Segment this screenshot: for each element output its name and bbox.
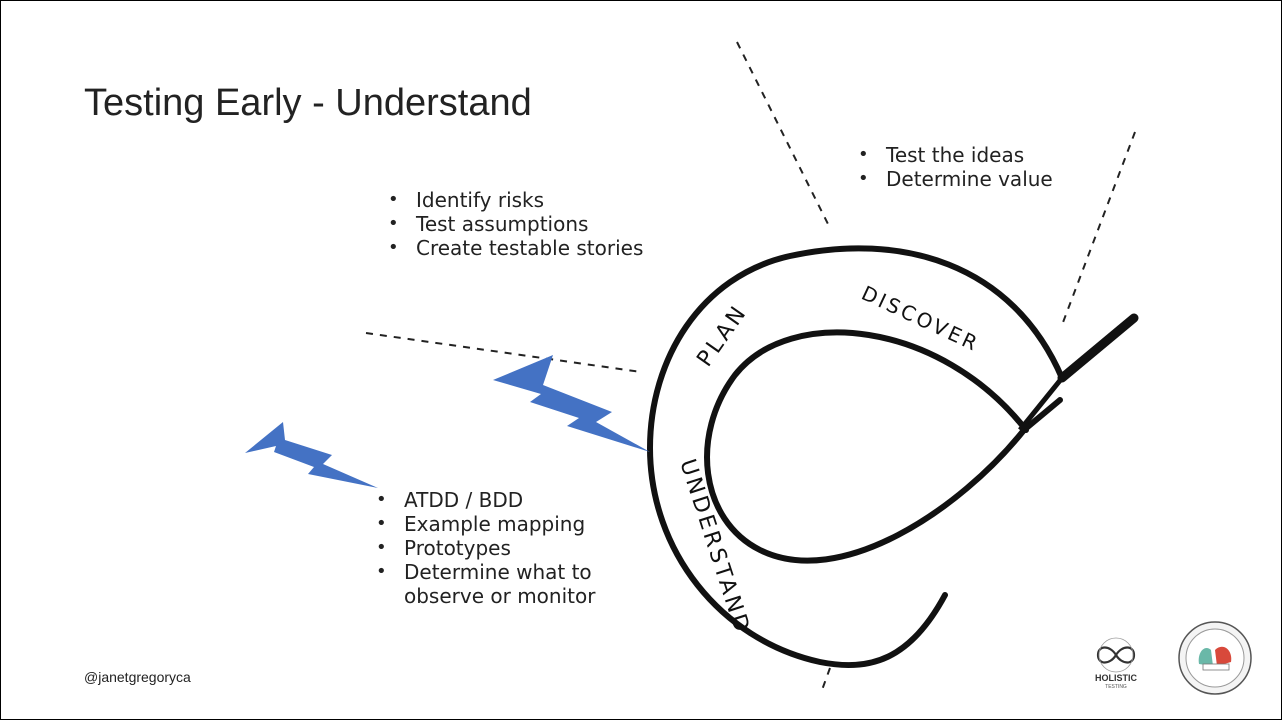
stage-label-discover: DISCOVER (858, 281, 984, 357)
list-item-continued: observe or monitor (404, 584, 596, 608)
inner-loop (704, 329, 1063, 564)
divider-top (736, 41, 831, 229)
list-item: Determine what to (376, 560, 595, 584)
divider-bottom (821, 667, 831, 691)
infinity-icon (1096, 637, 1136, 673)
stage-label-understand: UNDERSTAND (674, 456, 754, 638)
lightning-bolt-icon (245, 422, 378, 488)
holistic-logo-text: HOLISTIC (1095, 673, 1137, 683)
list-item: Example mapping (376, 512, 595, 536)
list-item: Test the ideas (858, 143, 1053, 167)
holistic-logo-subtext: TESTING (1105, 684, 1127, 690)
connector-line (1018, 376, 1064, 432)
author-handle: @janetgregoryca (84, 669, 191, 685)
list-item: Test assumptions (388, 212, 643, 236)
list-item: ATDD / BDD (376, 488, 595, 512)
divider-right (1061, 131, 1136, 326)
list-item: Determine value (858, 167, 1053, 191)
outer-loop (646, 245, 1123, 669)
plan-bullets: Identify risks Test assumptions Create t… (388, 188, 643, 260)
list-item: Create testable stories (388, 236, 643, 260)
understand-bullets: ATDD / BDD Example mapping Prototypes De… (376, 488, 595, 608)
connector-line-2 (1060, 320, 1130, 380)
list-item: Prototypes (376, 536, 595, 560)
holistic-testing-logo: HOLISTIC TESTING (1092, 635, 1140, 699)
divider-left (365, 332, 642, 373)
discover-bullets: Test the ideas Determine value (858, 143, 1053, 191)
list-item: Identify risks (388, 188, 643, 212)
lightning-bolt-icon (493, 355, 650, 452)
slide-title: Testing Early - Understand (84, 82, 532, 124)
fellowship-seal-icon (1178, 621, 1252, 695)
